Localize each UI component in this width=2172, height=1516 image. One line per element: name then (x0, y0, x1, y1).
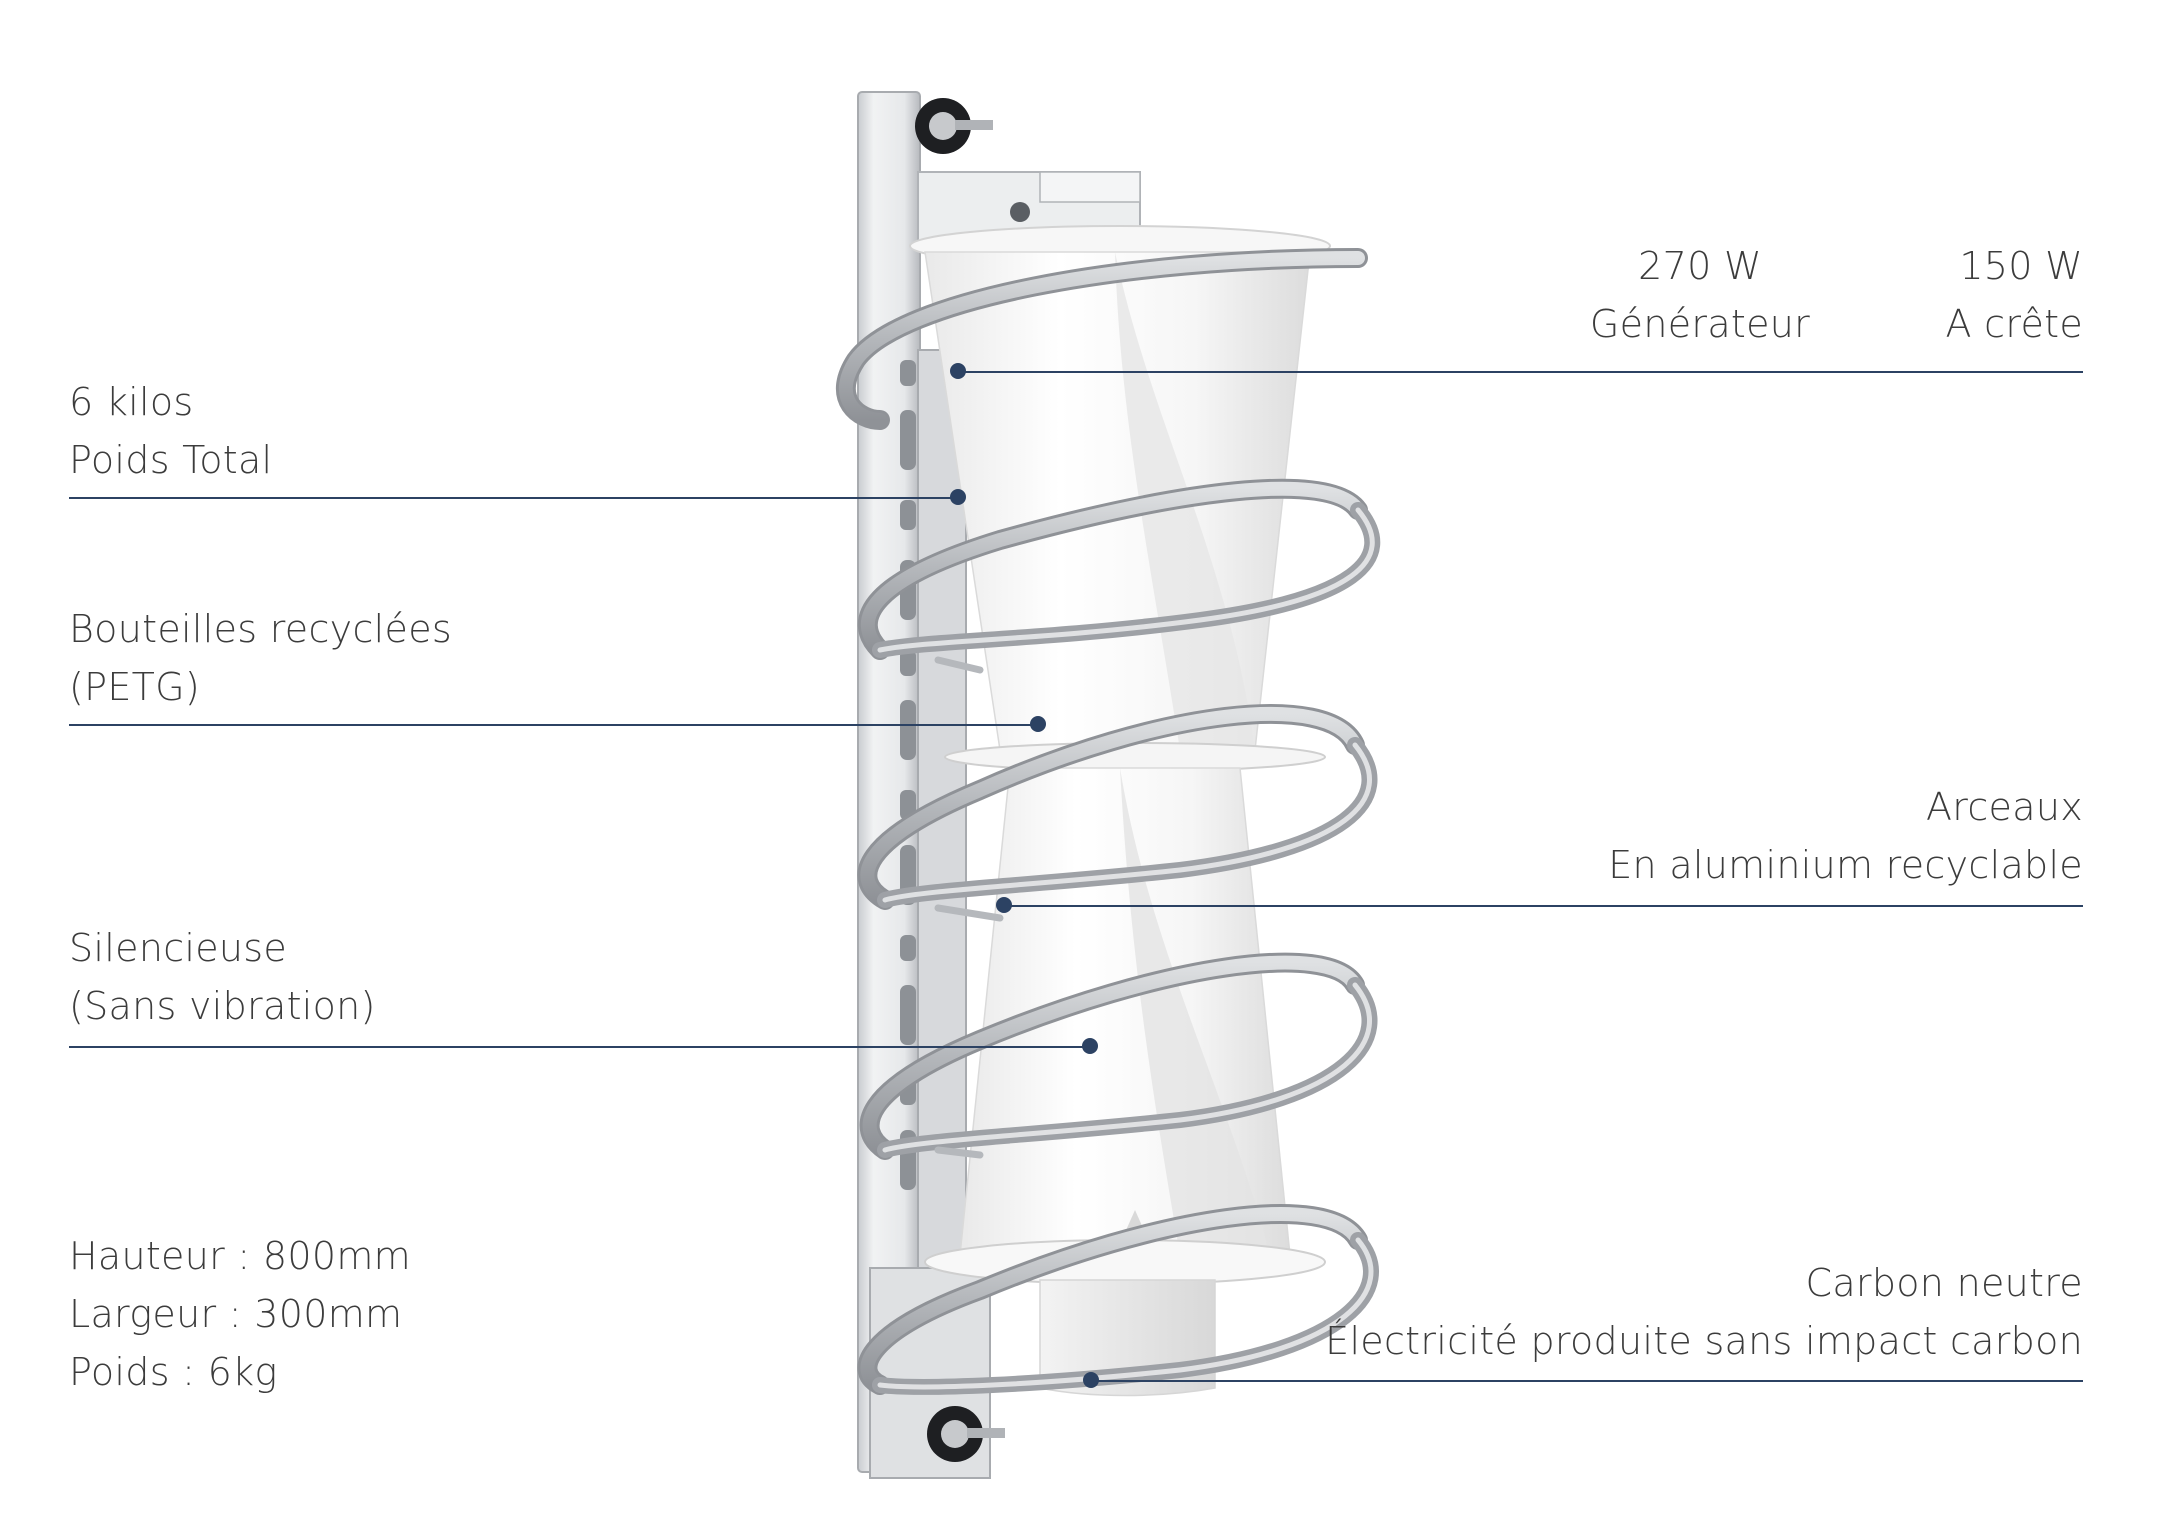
arcs-caption: En aluminium recyclable (1608, 843, 2083, 887)
silent-title: Silencieuse (69, 926, 288, 970)
dot-carbon (1083, 1372, 1099, 1388)
dot-generator (950, 363, 966, 379)
leader-lines (69, 371, 2083, 1382)
carbon-caption: Électricité produite sans impact carbon (1325, 1319, 2083, 1363)
dot-silent (1082, 1038, 1098, 1054)
dot-weight (950, 489, 966, 505)
dot-material (1030, 716, 1046, 732)
material-caption: (PETG) (69, 665, 201, 709)
spec-width: Largeur : 300mm (69, 1292, 403, 1336)
arcs-label: Arceaux En aluminium recyclable (1480, 778, 2083, 894)
arcs-title: Arceaux (1925, 785, 2083, 829)
bolt-icon (915, 98, 993, 154)
carbon-label: Carbon neutre Électricité produite sans … (1283, 1254, 2083, 1370)
generator-power-value: 270 W (1638, 244, 1762, 288)
peak-power-label: 150 W A crête (1800, 237, 2083, 353)
weight-label: 6 kilos Poids Total (69, 373, 272, 489)
spec-weight: Poids : 6kg (69, 1350, 278, 1394)
silent-caption: (Sans vibration) (69, 984, 376, 1028)
specs-block: Hauteur : 800mm Largeur : 300mm Poids : … (69, 1227, 411, 1401)
callout-dots (950, 363, 1099, 1388)
bolt-icon (927, 1406, 1005, 1462)
weight-value: 6 kilos (69, 380, 194, 424)
spec-height: Hauteur : 800mm (69, 1234, 411, 1278)
generator-power-label: 270 W Générateur (1580, 237, 1820, 353)
material-value: Bouteilles recyclées (69, 607, 452, 651)
peak-power-value: 150 W (1959, 244, 2083, 288)
weight-caption: Poids Total (69, 438, 273, 482)
silent-label: Silencieuse (Sans vibration) (69, 919, 376, 1035)
aluminium-arcs (835, 248, 1381, 1395)
carbon-title: Carbon neutre (1805, 1261, 2083, 1305)
dot-arcs (996, 897, 1012, 913)
peak-power-caption: A crête (1945, 302, 2083, 346)
generator-power-caption: Générateur (1589, 302, 1811, 346)
material-label: Bouteilles recyclées (PETG) (69, 600, 452, 716)
